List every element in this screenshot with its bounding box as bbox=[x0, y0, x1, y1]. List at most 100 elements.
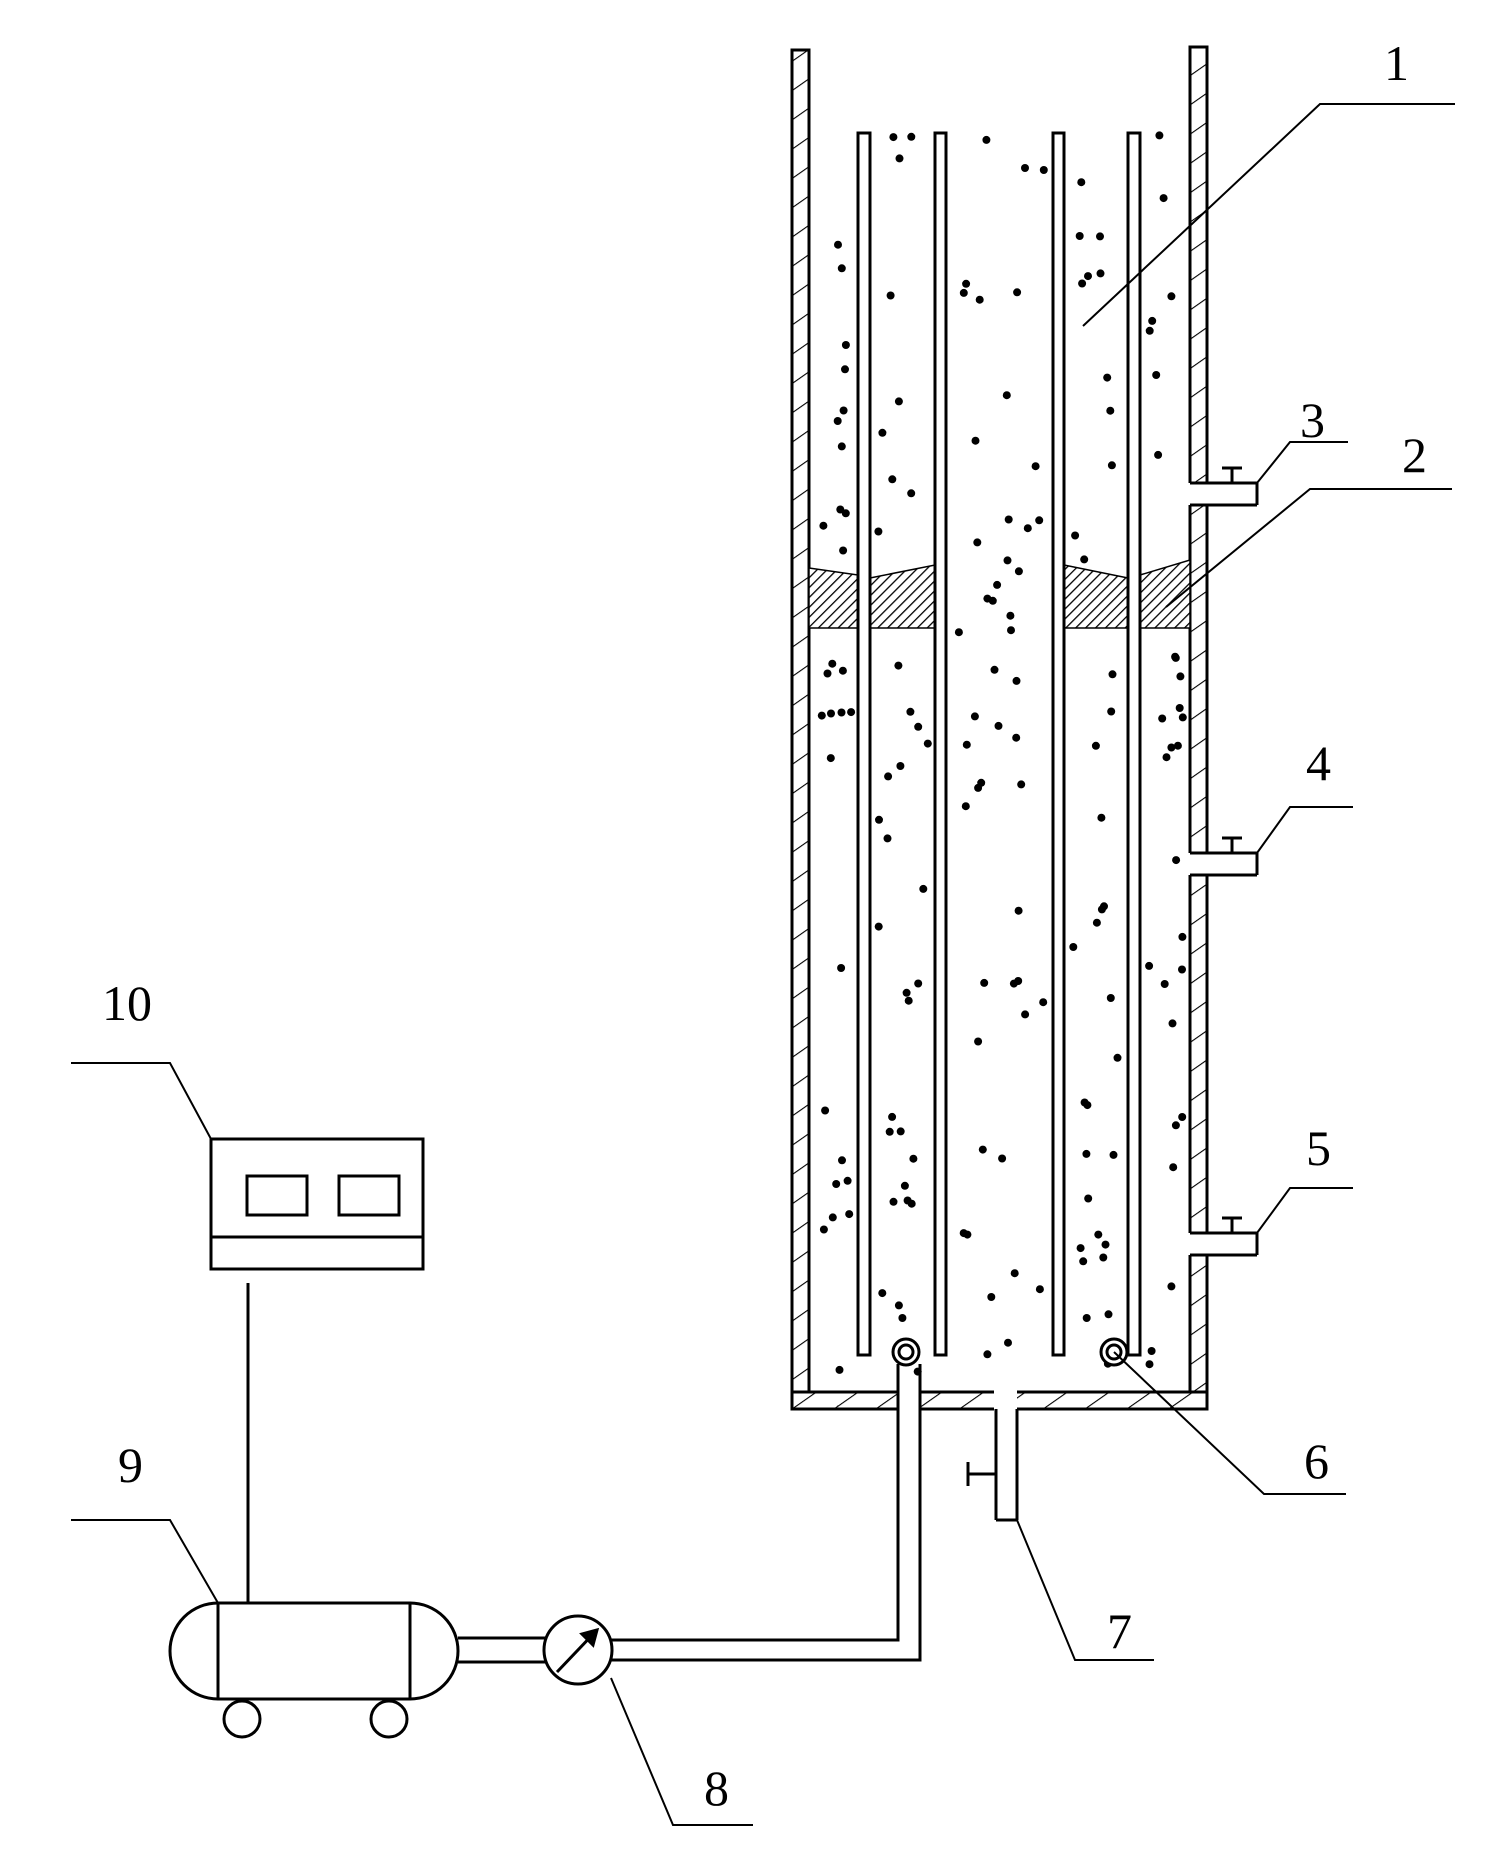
granule-dot bbox=[1169, 1163, 1178, 1172]
granule-dot bbox=[835, 1365, 844, 1374]
granule-dot bbox=[896, 1127, 905, 1136]
granule-dot bbox=[1173, 741, 1182, 750]
granule-dot bbox=[1021, 164, 1029, 172]
granule-dot bbox=[1145, 1360, 1154, 1369]
label-2: 2 bbox=[1402, 427, 1427, 483]
granule-dot bbox=[988, 596, 997, 605]
barrier-layer bbox=[808, 558, 1191, 629]
granule-dot bbox=[1108, 670, 1117, 679]
port-5 bbox=[1190, 1216, 1259, 1257]
granule-dot bbox=[1100, 902, 1108, 911]
granule-dot bbox=[1075, 232, 1084, 240]
granule-dot bbox=[878, 1289, 887, 1298]
display-left bbox=[245, 1174, 309, 1217]
granule-dot bbox=[1082, 1314, 1091, 1322]
granule-dot bbox=[904, 996, 913, 1005]
granule-dot bbox=[906, 707, 915, 716]
granule-dot bbox=[1175, 704, 1184, 712]
granule-dot bbox=[1071, 531, 1080, 540]
granule-dot bbox=[1160, 980, 1169, 988]
granule-dot bbox=[1097, 813, 1106, 822]
granule-dot bbox=[1080, 1098, 1089, 1107]
granule-dot bbox=[902, 988, 911, 997]
granule-dot bbox=[821, 1106, 830, 1115]
granule-dot bbox=[1171, 653, 1180, 662]
label-9: 9 bbox=[118, 1437, 143, 1493]
granule-dot bbox=[1094, 1230, 1103, 1239]
right-wall bbox=[1188, 45, 1209, 1411]
granule-dot bbox=[1035, 516, 1044, 525]
granule-dot bbox=[839, 406, 848, 415]
granule-dot bbox=[1099, 1253, 1108, 1262]
left-wall bbox=[790, 48, 811, 1411]
granule-dot bbox=[898, 1314, 907, 1322]
granule-dot bbox=[894, 397, 903, 406]
granule-dot bbox=[1031, 462, 1040, 471]
granule-dot bbox=[1084, 1194, 1093, 1203]
granule-dot bbox=[975, 295, 984, 304]
granule-dot bbox=[886, 291, 895, 300]
granule-dot bbox=[1152, 371, 1161, 379]
granule-dot bbox=[1101, 1240, 1110, 1249]
controller-box bbox=[209, 1137, 425, 1271]
granule-dot bbox=[907, 132, 916, 141]
granule-dot bbox=[994, 721, 1003, 730]
granule-dot bbox=[1084, 272, 1092, 281]
granule-dot bbox=[1017, 780, 1026, 789]
granule-dot bbox=[826, 754, 835, 763]
granule-dot bbox=[874, 922, 883, 931]
granule-dot bbox=[1077, 178, 1086, 187]
granule-dot bbox=[1147, 1347, 1156, 1355]
granule-dot bbox=[962, 279, 971, 288]
granule-dot bbox=[983, 1350, 992, 1359]
granule-dot bbox=[1007, 626, 1015, 635]
granule-dot bbox=[1172, 856, 1181, 865]
granule-dot bbox=[1014, 567, 1023, 576]
granule-dot bbox=[959, 1229, 968, 1238]
granule-dot bbox=[883, 834, 892, 843]
granule-dot bbox=[977, 778, 986, 787]
granule-dot bbox=[1178, 713, 1187, 722]
granule-dot bbox=[1167, 743, 1176, 752]
granule-dot bbox=[832, 1180, 841, 1188]
granule-dot bbox=[1021, 1010, 1030, 1019]
granule-dot bbox=[884, 772, 893, 781]
granule-dot bbox=[961, 802, 970, 811]
granule-dot bbox=[874, 527, 883, 536]
granule-dot bbox=[827, 709, 835, 718]
granule-dot bbox=[837, 442, 846, 451]
granule-dot bbox=[1091, 741, 1100, 750]
label-3: 3 bbox=[1300, 392, 1325, 448]
granule-dot bbox=[1096, 269, 1105, 278]
granule-dot bbox=[1013, 288, 1022, 297]
granule-dot bbox=[993, 580, 1002, 589]
granule-dot bbox=[1106, 994, 1115, 1002]
granule-dot bbox=[1178, 932, 1187, 941]
granule-dot bbox=[998, 1154, 1007, 1163]
granule-dot bbox=[1176, 672, 1185, 681]
granule-dot bbox=[1107, 461, 1116, 470]
granule-dot bbox=[982, 135, 991, 144]
granule-dot bbox=[1003, 556, 1012, 565]
granule-dot bbox=[1039, 998, 1048, 1007]
callout-labels: 1 2 3 4 5 6 7 8 9 10 bbox=[102, 35, 1427, 1816]
wheel-right bbox=[369, 1699, 409, 1739]
granule-dot bbox=[1159, 194, 1168, 203]
granule-dot bbox=[888, 475, 897, 484]
tube-right-inner bbox=[1051, 131, 1066, 1357]
granule-dot bbox=[1039, 166, 1048, 174]
granule-dot bbox=[1069, 943, 1078, 951]
display-right bbox=[337, 1174, 401, 1217]
layer-left-outer bbox=[808, 567, 859, 629]
granule-dot bbox=[1080, 555, 1089, 564]
granule-dot bbox=[823, 669, 832, 678]
granule-dot bbox=[894, 1301, 903, 1310]
granule-dot bbox=[973, 538, 982, 547]
granule-dot bbox=[828, 1213, 837, 1222]
tube-right-outer bbox=[1126, 131, 1142, 1357]
granule-dot bbox=[1178, 1113, 1187, 1121]
granule-dot bbox=[894, 661, 903, 670]
granule-dot bbox=[838, 666, 847, 675]
label-8: 8 bbox=[704, 1760, 729, 1816]
